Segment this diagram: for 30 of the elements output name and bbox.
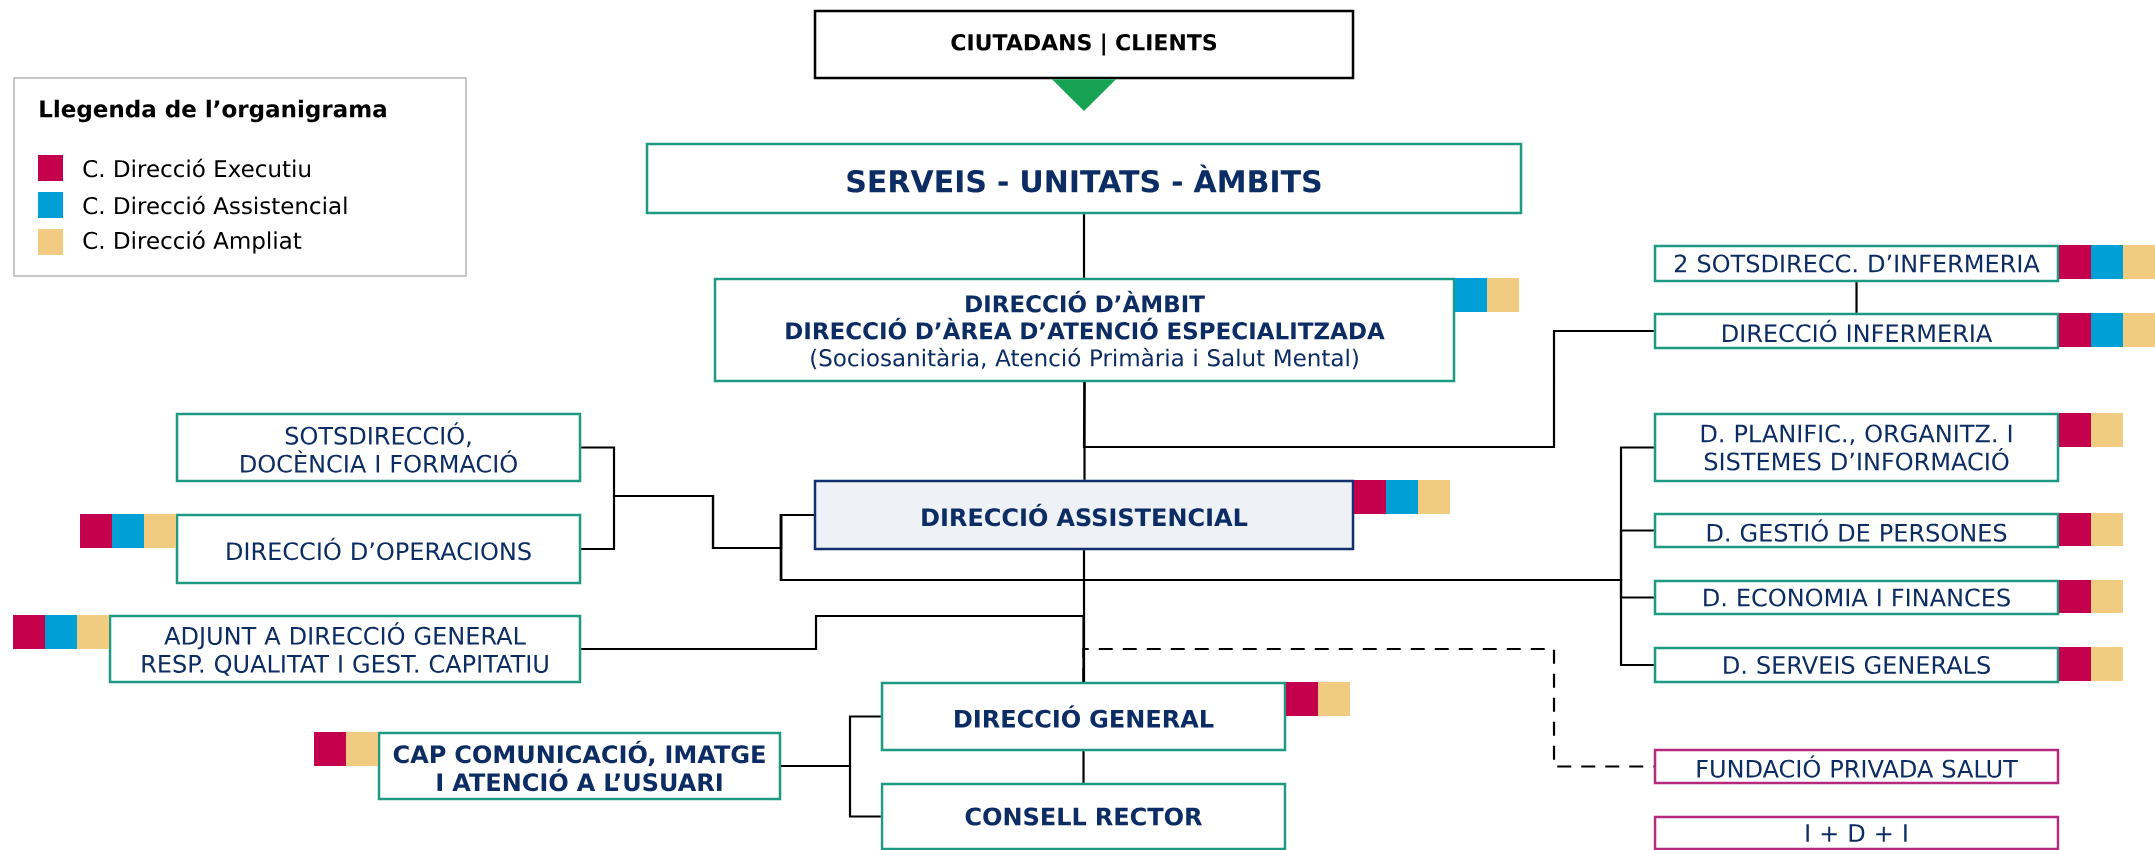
unit-box: SOTSDIRECCIÓ, DOCÈNCIA I FORMACIÓ <box>175 412 582 483</box>
unit-box: DIRECCIÓ INFERMERIA <box>1653 312 2060 350</box>
unit-box: DIRECCIÓ ASSISTENCIAL <box>813 479 1355 551</box>
connector-line <box>1082 214 1086 278</box>
unit-box: 2 SOTSDIRECC. D’INFERMERIA <box>1653 244 2060 283</box>
unit-box: ADJUNT A DIRECCIÓ GENERAL RESP. QUALITAT I GEST. CAPITATIU <box>108 614 582 684</box>
unit-box: DIRECCIÓ GENERAL <box>880 681 1287 752</box>
legend-title: Llegenda de l’organigrama <box>40 99 386 123</box>
unit-box: CONSELL RECTOR <box>880 782 1287 850</box>
chevron-arrow <box>1052 79 1116 111</box>
unit-box: SERVEIS - UNITATS - ÀMBITS <box>645 142 1523 215</box>
unit-box: DIRECCIÓ D’ÀMBIT DIRECCIÓ D’ÀREA D’ATENCIÓ ESPECIALITZADA (Sociosanitària, Atenció Primària i Salut Mental) <box>713 277 1456 383</box>
legend-label: C. Direcció Ampliat <box>83 230 302 254</box>
unit-box: I + D + I <box>1653 815 2060 850</box>
dashed-connector <box>1082 647 1654 768</box>
connector-line <box>1855 282 1858 313</box>
unit-box: D. GESTIÓ DE PERSONES <box>1653 512 2060 549</box>
connector-line <box>1082 329 1654 449</box>
header-box: CIUTADANS | CLIENTS <box>813 9 1355 80</box>
unit-box: D. ECONOMIA I FINANCES <box>1653 579 2060 616</box>
legend-label: C. Direcció Assistencial <box>83 195 347 215</box>
connector-line <box>781 764 881 818</box>
unit-box: DIRECCIÓ D’OPERACIONS <box>175 513 582 585</box>
connector-line <box>779 513 1654 667</box>
unit-box: D. PLANIFIC., ORGANITZ. I SISTEMES D’INFORMACIÓ <box>1653 412 2060 483</box>
unit-box: D. SERVEIS GENERALS <box>1653 646 2060 684</box>
connector-line <box>1082 751 1085 783</box>
legend-label: C. Direcció Executiu <box>83 158 310 178</box>
unit-box: CAP COMUNICACIÓ, IMATGE I ATENCIÓ A L’USUARI <box>377 731 782 801</box>
unit-box: FUNDACIÓ PRIVADA SALUT <box>1653 748 2060 785</box>
